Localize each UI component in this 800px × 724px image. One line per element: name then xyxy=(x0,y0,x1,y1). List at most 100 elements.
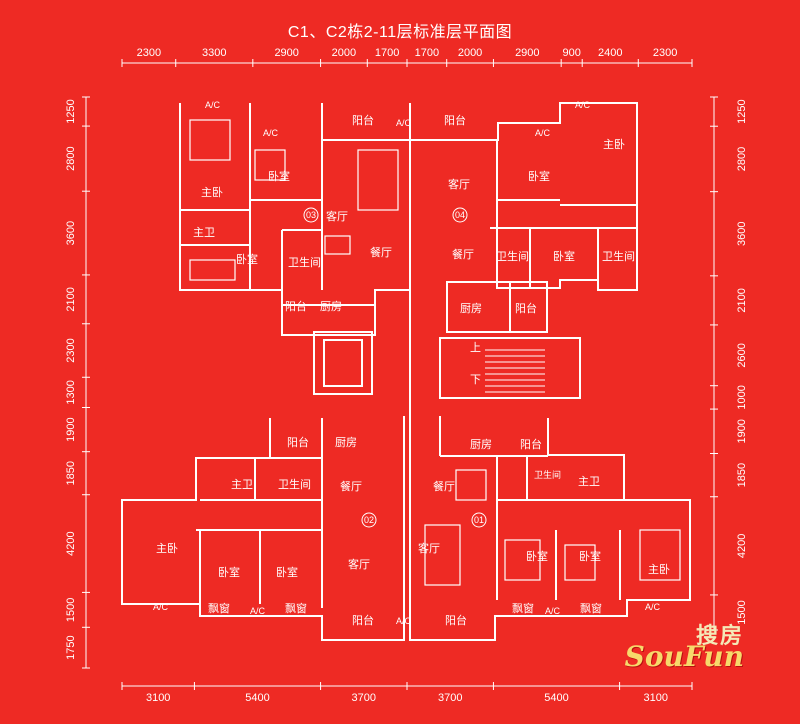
dimension-left: 1250280036002100230013001900185042001500… xyxy=(65,96,90,669)
room-living: 客厅 xyxy=(418,541,440,555)
dimension-value: 1500 xyxy=(65,598,77,622)
room-dining: 餐厅 xyxy=(340,479,362,493)
dimension-value: 1300 xyxy=(65,380,77,404)
dimension-value: 2800 xyxy=(65,146,77,170)
room-kitchen: 厨房 xyxy=(460,302,482,315)
bed-master-03 xyxy=(189,119,231,161)
room-bedroom: 卧室 xyxy=(579,549,601,563)
ac-label: A/C xyxy=(545,606,561,616)
ac-label: A/C xyxy=(263,128,279,138)
room-master: 主卧 xyxy=(603,138,625,151)
room-living: 客厅 xyxy=(326,209,348,223)
dimension-value: 1250 xyxy=(736,99,748,123)
room-bay: 飘窗 xyxy=(512,601,534,615)
room-master: 主卧 xyxy=(201,186,223,199)
dimension-value: 4200 xyxy=(65,531,77,555)
unit-circles xyxy=(303,207,487,528)
furniture xyxy=(189,119,681,586)
dimension-value: 3100 xyxy=(146,692,170,704)
dimension-value: 2900 xyxy=(515,47,539,59)
sofa-01 xyxy=(424,524,461,586)
room-bedroom: 卧室 xyxy=(218,565,240,579)
dimension-bottom: 3100 5400 3700 3700 5400 3100 xyxy=(121,682,693,704)
dimension-value: 3700 xyxy=(352,692,376,704)
logo-main-text: SouFun xyxy=(624,640,744,673)
unit-number: 02 xyxy=(364,515,374,525)
room-bay: 飘窗 xyxy=(208,601,230,615)
dimension-value: 5400 xyxy=(544,692,568,704)
dimension-value: 3700 xyxy=(438,692,462,704)
logo-top-text: 搜房 xyxy=(695,623,744,648)
unit-number: 01 xyxy=(474,515,484,525)
dimension-value: 5400 xyxy=(245,692,269,704)
room-living: 客厅 xyxy=(348,557,370,571)
walls xyxy=(121,102,691,641)
ac-label: A/C xyxy=(396,616,412,626)
dimension-value: 1750 xyxy=(65,635,77,659)
stairs xyxy=(485,349,545,393)
dimension-value: 3600 xyxy=(65,221,77,245)
dimension-value: 2300 xyxy=(65,338,77,362)
room-kitchen: 厨房 xyxy=(335,436,357,449)
sofa-03 xyxy=(357,149,399,211)
ac-label: A/C xyxy=(153,602,169,612)
dimension-value: 900 xyxy=(563,47,581,59)
dimension-value: 2100 xyxy=(736,288,748,312)
dimension-value: 1700 xyxy=(415,47,439,59)
plan-title: C1、C2栋2-11层标准层平面图 xyxy=(287,24,513,41)
bed-03-b xyxy=(254,149,286,181)
unit-number: 03 xyxy=(306,210,316,220)
room-kitchen: 厨房 xyxy=(470,438,492,451)
dimension-value: 1850 xyxy=(736,463,748,487)
ac-label: A/C xyxy=(205,100,221,110)
room-bay: 飘窗 xyxy=(580,601,602,615)
bed-01-a xyxy=(504,539,541,581)
room-balcony: 阳台 xyxy=(352,113,374,127)
bed-master-01 xyxy=(639,529,681,581)
dining-table-01 xyxy=(455,469,487,501)
dimension-value: 2800 xyxy=(736,147,748,171)
ac-label: A/C xyxy=(396,118,412,128)
dimension-value: 2000 xyxy=(458,47,482,59)
dimension-value: 1900 xyxy=(736,419,748,443)
bed-01-b xyxy=(564,544,596,581)
room-bath: 卫生间 xyxy=(602,249,635,263)
room-labels: A/C A/C A/C A/C A/C A/C A/C A/C A/C A/C … xyxy=(153,100,670,627)
room-bedroom: 卧室 xyxy=(526,549,548,563)
dimension-value: 1850 xyxy=(65,461,77,485)
room-bath: 卫生间 xyxy=(496,249,529,263)
room-dining: 餐厅 xyxy=(433,479,455,493)
room-balcony: 阳台 xyxy=(444,113,466,127)
dimension-value: 1000 xyxy=(736,385,748,409)
room-bedroom: 卧室 xyxy=(268,169,290,183)
room-bedroom: 卧室 xyxy=(553,249,575,263)
dimension-value: 2300 xyxy=(653,47,677,59)
stair-up: 上 xyxy=(470,341,481,354)
room-balcony: 阳台 xyxy=(515,301,537,315)
room-kitchen: 厨房 xyxy=(320,300,342,313)
room-master: 主卧 xyxy=(156,542,178,555)
soufun-logo: 搜房 SouFun xyxy=(624,618,744,674)
dimension-value: 2400 xyxy=(598,47,622,59)
ac-label: A/C xyxy=(575,100,591,110)
dimension-value: 3600 xyxy=(736,222,748,246)
room-bedroom: 卧室 xyxy=(236,252,258,266)
dimension-value: 3300 xyxy=(202,47,226,59)
room-bath: 卫生间 xyxy=(534,469,561,480)
room-master-bath: 主卫 xyxy=(231,478,253,491)
bathtub-03 xyxy=(189,259,236,281)
room-balcony: 阳台 xyxy=(520,437,542,451)
dimension-value: 1900 xyxy=(65,417,77,441)
ac-label: A/C xyxy=(535,128,551,138)
room-balcony: 阳台 xyxy=(285,299,307,313)
room-dining: 餐厅 xyxy=(370,245,392,259)
dimension-value: 3100 xyxy=(644,692,668,704)
room-bath: 卫生间 xyxy=(288,255,321,269)
dimension-value: 2000 xyxy=(332,47,356,59)
room-bath: 卫生间 xyxy=(278,477,311,491)
dimension-value: 2600 xyxy=(736,343,748,367)
room-living: 客厅 xyxy=(448,177,470,191)
